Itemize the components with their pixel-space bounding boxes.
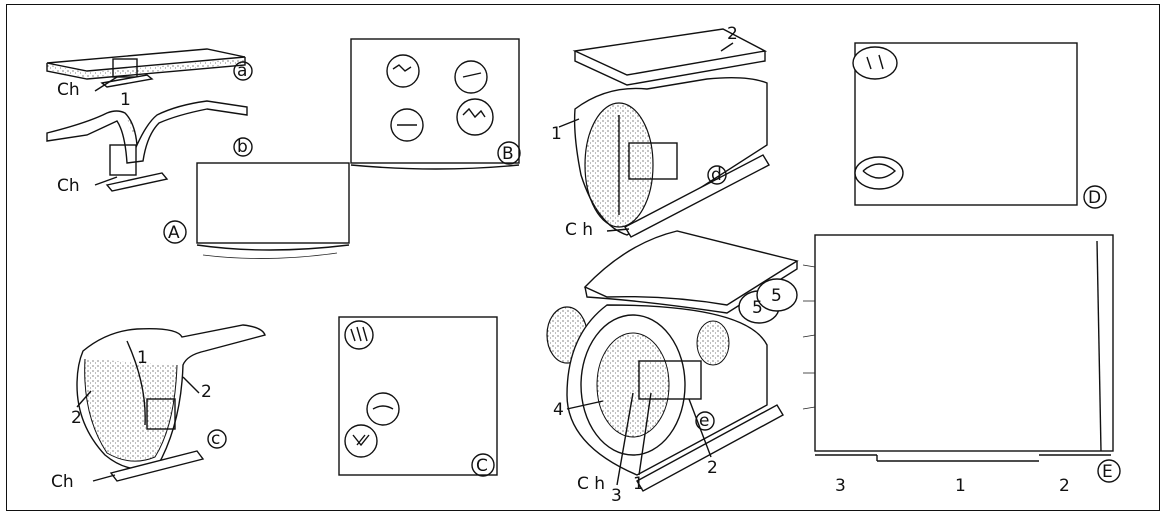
ch-label-e: C h: [577, 474, 605, 494]
stage-label-a: a: [237, 61, 247, 81]
stage-b-neural-groove: 1 Ch b: [47, 90, 252, 196]
num-5-e-a: 5: [752, 298, 763, 318]
panel-B-mitotic-cells: B: [351, 39, 520, 169]
stage-label-e: e: [699, 411, 709, 431]
scale-label-3: 3: [835, 476, 846, 496]
num-1-e: 1: [633, 474, 644, 494]
panel-E-cell-layers: E 3 1 2: [803, 235, 1120, 496]
stage-label-c: c: [211, 429, 220, 449]
stage-c-neural-folds: 1 2 2 Ch c: [51, 325, 265, 492]
panel-C-cell-layers: C: [339, 317, 497, 476]
num-5-e-b: 5: [771, 286, 782, 306]
num-2-d: 2: [727, 24, 738, 44]
scale-label-2: 2: [1059, 476, 1070, 496]
panel-label-B: B: [502, 144, 514, 164]
ch-label-c: Ch: [51, 472, 74, 492]
stage-label-b: b: [237, 137, 248, 157]
num-3-e: 3: [611, 486, 622, 506]
scale-label-1: 1: [955, 476, 966, 496]
ch-label-a: Ch: [57, 80, 80, 100]
panel-label-C: C: [476, 456, 488, 476]
neural-tube-diagram: Ch a 1 Ch b A B: [7, 5, 1161, 512]
figure-frame: Ch a 1 Ch b A B: [6, 4, 1160, 511]
panel-label-A: A: [168, 223, 180, 243]
num-1-b: 1: [120, 90, 131, 110]
stage-d-neural-tube: 2 1 C h d: [551, 24, 769, 240]
panel-A-columnar-epithelium: A: [164, 163, 349, 259]
num-2-c-right: 2: [201, 382, 212, 402]
ch-label-b: Ch: [57, 176, 80, 196]
panel-label-D: D: [1088, 188, 1101, 208]
ch-label-d: C h: [565, 220, 593, 240]
stage-e-differentiated-tube: 5 5 4 3 1 2 C h e: [547, 231, 797, 506]
stage-a-neural-plate: Ch a: [47, 49, 252, 100]
num-1-c: 1: [137, 348, 148, 368]
num-4-e: 4: [553, 400, 564, 420]
stage-label-d: d: [711, 165, 722, 185]
num-2-e: 2: [707, 458, 718, 478]
panel-D-neuroepithelium: D: [853, 43, 1106, 208]
panel-label-E: E: [1102, 462, 1113, 482]
num-2-c-left: 2: [71, 408, 82, 428]
